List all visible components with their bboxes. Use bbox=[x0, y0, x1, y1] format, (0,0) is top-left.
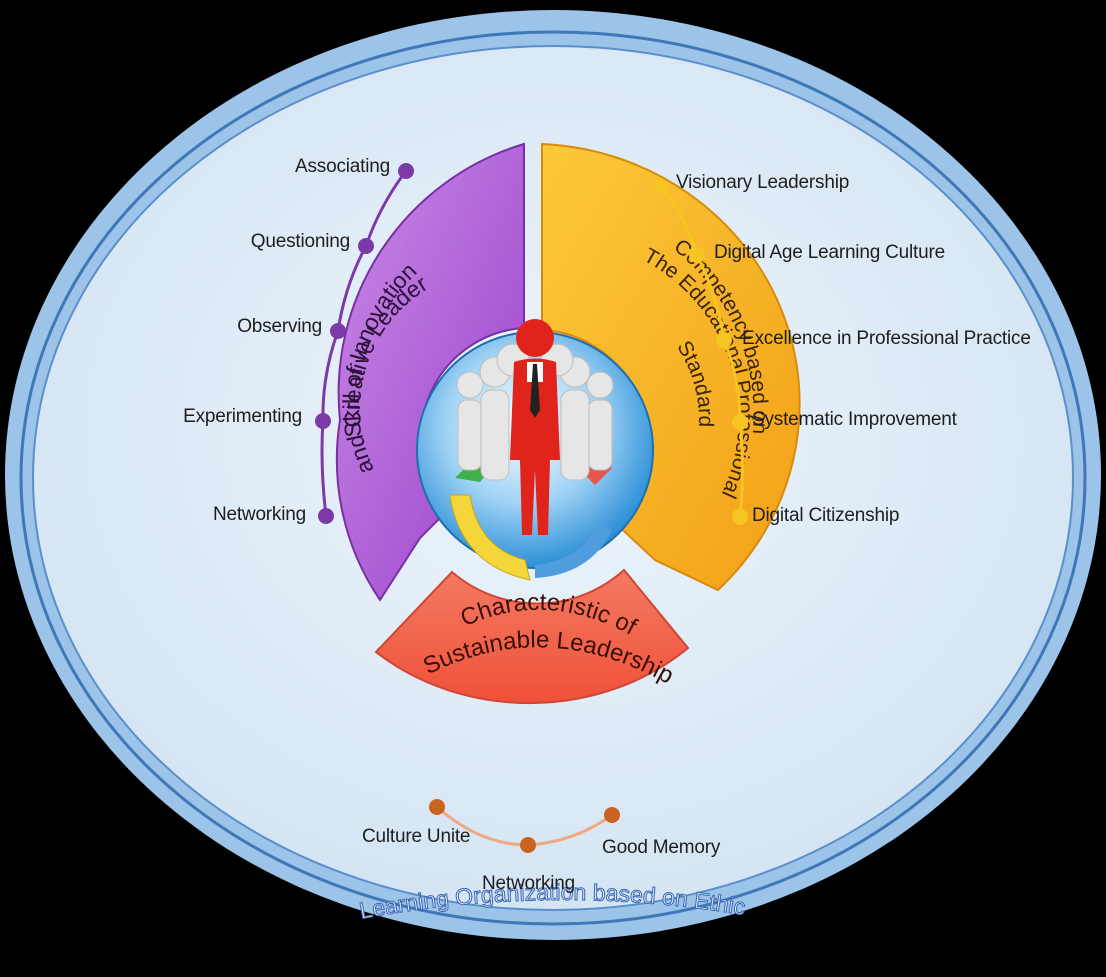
sustainable-item-good-memory: Good Memory bbox=[602, 837, 721, 858]
competency-bullet-3 bbox=[716, 332, 732, 348]
inner-ring-line bbox=[32, 45, 1074, 911]
skill-item-experimenting: Experimenting bbox=[183, 406, 302, 427]
skill-bullet-2 bbox=[358, 238, 374, 254]
sustainable-bullet-3 bbox=[604, 807, 620, 823]
sustainable-segment bbox=[374, 568, 690, 705]
skill-item-questioning: Questioning bbox=[250, 231, 350, 252]
skill-item-observing: Observing bbox=[237, 316, 322, 337]
sustainable-item-networking: Networking bbox=[482, 873, 576, 894]
competency-item-systematic: Systematic Improvement bbox=[752, 409, 957, 430]
competency-bullets bbox=[653, 178, 748, 525]
competency-bullet-2 bbox=[689, 247, 705, 263]
skill-item-networking: Networking bbox=[212, 504, 306, 525]
yellow-arrow-icon bbox=[449, 494, 531, 581]
skill-bullets bbox=[315, 163, 414, 524]
skill-segment bbox=[335, 142, 525, 602]
skill-item-associating: Associating bbox=[295, 156, 390, 177]
competency-bullet-1 bbox=[653, 178, 667, 192]
sustainable-bullet-1 bbox=[429, 799, 445, 815]
competency-bullet-5 bbox=[732, 509, 748, 525]
skill-bullet-3 bbox=[330, 323, 346, 339]
blue-arrow-icon bbox=[535, 525, 612, 578]
sustainable-bullet-2 bbox=[520, 837, 536, 853]
skill-bullet-5 bbox=[318, 508, 334, 524]
outer-ring-line bbox=[19, 30, 1087, 926]
people-leader-icon bbox=[456, 319, 614, 535]
competency-item-visionary: Visionary Leadership bbox=[676, 172, 850, 193]
sustainable-bullets bbox=[429, 799, 620, 853]
competency-item-digital-age: Digital Age Learning Culture bbox=[714, 242, 945, 263]
skill-bullet-4 bbox=[315, 413, 331, 429]
competency-item-citizenship: Digital Citizenship bbox=[752, 505, 900, 526]
sustainable-item-culture-unite: Culture Unite bbox=[362, 826, 471, 847]
competency-item-excellence: Excellence in Professional Practice bbox=[742, 328, 1031, 349]
skill-bullet-1 bbox=[398, 163, 414, 179]
competency-bullet-4 bbox=[732, 414, 748, 430]
